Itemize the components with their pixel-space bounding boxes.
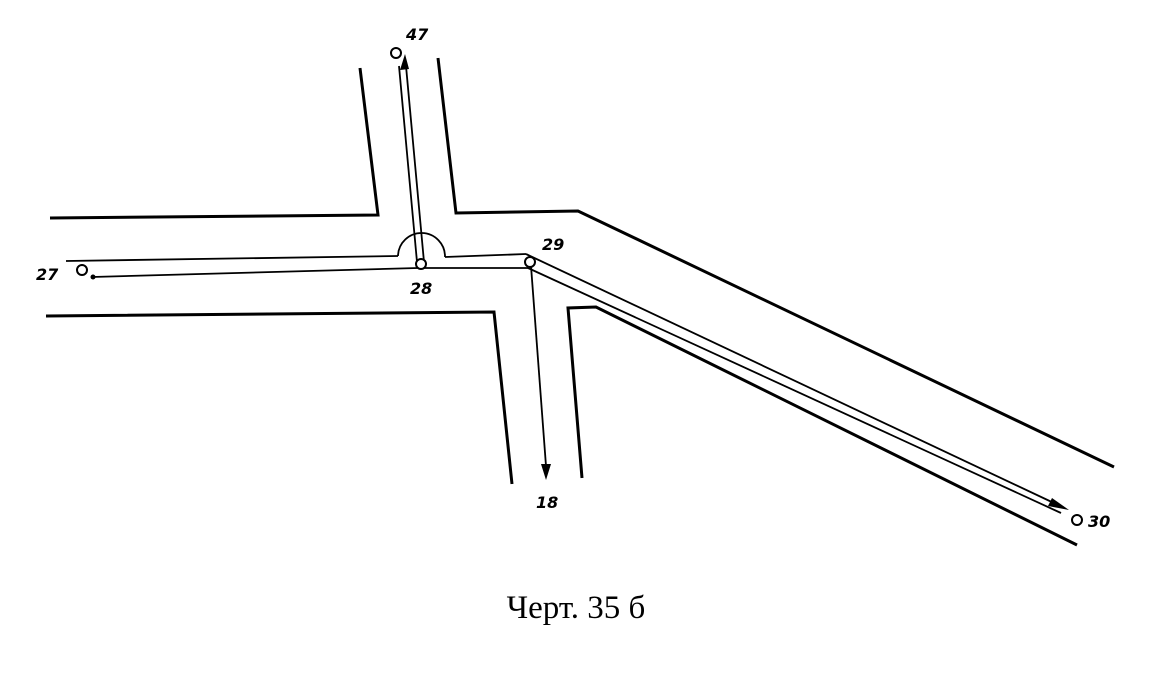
route-line-28-47-a bbox=[398, 65, 418, 263]
label-30: 30 bbox=[1088, 512, 1110, 531]
label-47: 47 bbox=[405, 25, 429, 44]
node-47 bbox=[390, 47, 402, 59]
label-29: 29 bbox=[542, 235, 564, 254]
node-30 bbox=[1071, 514, 1083, 526]
arrow-to-47 bbox=[400, 54, 409, 70]
node-27 bbox=[76, 264, 88, 276]
route-line-29-30-upper bbox=[525, 253, 1057, 505]
road-edge-upper-left bbox=[49, 67, 380, 220]
figure-caption: Черт. 35 б bbox=[506, 590, 646, 626]
route-start-dot bbox=[90, 274, 96, 280]
road-edge-upper-right bbox=[436, 57, 1115, 469]
node-28 bbox=[415, 258, 427, 270]
label-27: 27 bbox=[36, 265, 59, 284]
route-line-27-28-upper bbox=[65, 255, 399, 262]
arrow-to-18 bbox=[541, 464, 551, 480]
label-28: 28 bbox=[410, 279, 432, 298]
route-line-28-29 bbox=[444, 253, 527, 258]
route-line-27-28-lower bbox=[91, 267, 419, 278]
node-29 bbox=[524, 256, 536, 268]
road-edge-lower-right bbox=[566, 305, 1078, 547]
route-line-28-47-b bbox=[405, 65, 425, 263]
route-line-29-30-lower bbox=[527, 267, 1062, 514]
label-18: 18 bbox=[536, 493, 558, 512]
arrow-to-30 bbox=[1048, 498, 1069, 510]
route-line-29-18 bbox=[530, 265, 547, 467]
road-edge-lower-left bbox=[45, 310, 514, 485]
